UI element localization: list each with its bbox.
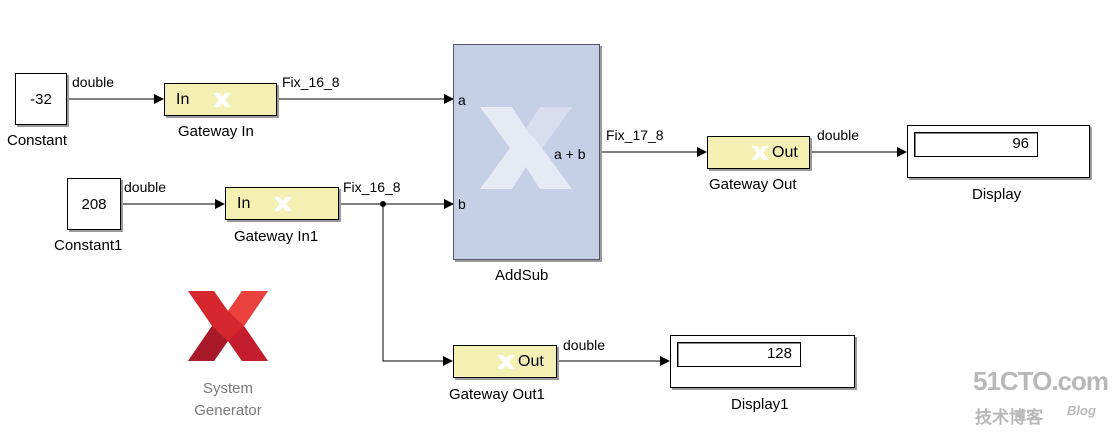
- xilinx-icon: [213, 92, 231, 107]
- constant1-value: 208: [81, 195, 107, 213]
- signal-label-double-constant: double: [72, 74, 115, 90]
- branch-point: [380, 201, 386, 207]
- addsub-output: a + b: [554, 146, 586, 162]
- system-generator-line1: System: [202, 380, 253, 397]
- xilinx-icon: [274, 196, 292, 211]
- display1-label: Display1: [731, 396, 789, 413]
- signal-label-fix17: Fix_17_8: [606, 127, 664, 143]
- display-value: 96: [914, 132, 1038, 157]
- gateway-out1-port: Out: [518, 352, 544, 370]
- wire-branch-gateway-out1[interactable]: [382, 204, 453, 366]
- signal-label-double-display1: double: [563, 337, 606, 353]
- signal-label-double-constant1: double: [124, 179, 167, 195]
- xilinx-logo-icon: [480, 107, 572, 189]
- display-block[interactable]: 96: [907, 125, 1090, 178]
- addsub-input-a: a: [458, 92, 466, 108]
- xilinx-icon: [497, 354, 515, 369]
- gateway-out-block[interactable]: Out: [707, 136, 810, 169]
- constant1-label: Constant1: [54, 237, 123, 254]
- gateway-in-block[interactable]: In: [164, 83, 277, 116]
- gateway-in-port: In: [176, 90, 190, 108]
- watermark-blog-cn: 技术博客: [975, 408, 1043, 427]
- addsub-label: AddSub: [495, 267, 549, 284]
- xilinx-red-logo-icon: [188, 291, 268, 361]
- addsub-input-b: b: [458, 196, 466, 212]
- system-generator-block[interactable]: [186, 289, 270, 363]
- signal-label-double-display: double: [817, 127, 860, 143]
- addsub-block[interactable]: a b a + b: [453, 44, 600, 260]
- gateway-in1-block[interactable]: In: [225, 187, 339, 220]
- display1-block[interactable]: 128: [670, 335, 855, 388]
- gateway-in1-port: In: [237, 194, 251, 212]
- display1-value: 128: [677, 342, 801, 367]
- gateway-out-port: Out: [772, 143, 798, 161]
- constant-label: Constant: [7, 132, 68, 149]
- signal-label-fix16-in1: Fix_16_8: [343, 179, 401, 195]
- display-label: Display: [972, 186, 1022, 203]
- watermark-blog: Blog: [1067, 403, 1096, 418]
- system-generator-label: System Generator: [178, 378, 278, 422]
- system-generator-line2: Generator: [194, 402, 262, 419]
- constant-value: -32: [30, 90, 52, 108]
- watermark-site: 51CTO.com: [973, 366, 1109, 396]
- gateway-out1-block[interactable]: Out: [453, 345, 557, 378]
- xilinx-icon: [751, 145, 769, 160]
- signal-label-fix16-in: Fix_16_8: [282, 74, 340, 90]
- constant1-block[interactable]: 208: [67, 178, 121, 230]
- gateway-out-label: Gateway Out: [709, 176, 797, 193]
- gateway-out1-label: Gateway Out1: [449, 386, 545, 403]
- gateway-in-label: Gateway In: [178, 123, 254, 140]
- constant-block[interactable]: -32: [15, 73, 67, 125]
- gateway-in1-label: Gateway In1: [234, 228, 319, 245]
